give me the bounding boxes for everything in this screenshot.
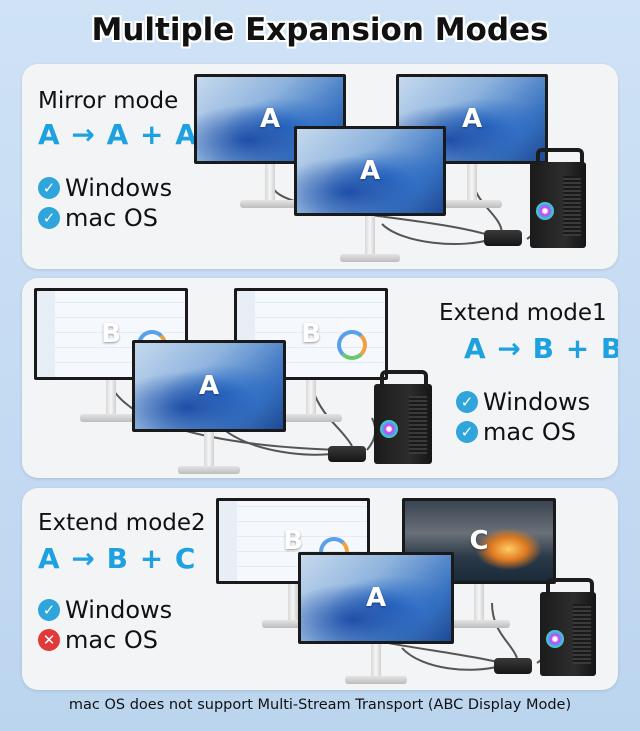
mode-title: Extend mode2 (38, 510, 206, 536)
os-label: Windows (65, 596, 173, 624)
mode-formula: A → A + A (38, 118, 198, 151)
check-circle-icon: ✓ (38, 177, 60, 199)
pc-tower (530, 148, 586, 248)
mode-title: Extend mode1 (439, 300, 607, 326)
os-windows-row: ✓ Windows (38, 174, 172, 202)
usb-hub-adapter (494, 658, 532, 674)
os-macos-row: ✓ mac OS (38, 204, 158, 232)
os-label: Windows (65, 174, 173, 202)
rgb-fan-icon (536, 202, 554, 220)
os-windows-row: ✓ Windows (38, 596, 172, 624)
screen-letter: A (365, 583, 387, 613)
screen-letter: B (283, 526, 303, 556)
usb-hub-adapter (484, 230, 522, 246)
screen-letter: A (198, 371, 220, 401)
screen-letter: B (301, 319, 321, 349)
cross-circle-icon: ✕ (38, 629, 60, 651)
check-circle-icon: ✓ (456, 421, 478, 443)
os-windows-row: ✓ Windows (456, 388, 590, 416)
screen-letter: A (461, 104, 483, 134)
check-circle-icon: ✓ (456, 391, 478, 413)
rgb-fan-icon (380, 420, 398, 438)
check-circle-icon: ✓ (38, 207, 60, 229)
mode-formula: A → B + B (464, 332, 618, 365)
pc-tower (374, 370, 432, 464)
os-macos-row: ✓ mac OS (456, 418, 576, 446)
os-label: mac OS (483, 418, 577, 446)
os-label: Windows (483, 388, 591, 416)
mirror-mode-panel: Mirror mode A → A + A ✓ Windows ✓ mac OS… (22, 64, 618, 269)
screen-letter: A (359, 156, 381, 186)
pc-tower (540, 578, 596, 676)
rgb-fan-icon (546, 630, 564, 648)
mode-title: Mirror mode (38, 88, 179, 114)
os-label: mac OS (65, 204, 159, 232)
usb-hub-adapter (328, 446, 366, 462)
extend-mode2-panel: Extend mode2 A → B + C ✓ Windows ✕ mac O… (22, 488, 618, 690)
os-label: mac OS (65, 626, 159, 654)
check-circle-icon: ✓ (38, 599, 60, 621)
os-macos-row: ✕ mac OS (38, 626, 158, 654)
mode-formula: A → B + C (38, 542, 197, 575)
screen-letter: C (469, 526, 489, 556)
screen-letter: A (259, 104, 281, 134)
extend-mode1-panel: Extend mode1 A → B + B ✓ Windows ✓ mac O… (22, 278, 618, 478)
footer-note: mac OS does not support Multi-Stream Tra… (68, 697, 572, 713)
screen-letter: B (101, 319, 121, 349)
page-title: Multiple Expansion Modes (91, 12, 549, 48)
